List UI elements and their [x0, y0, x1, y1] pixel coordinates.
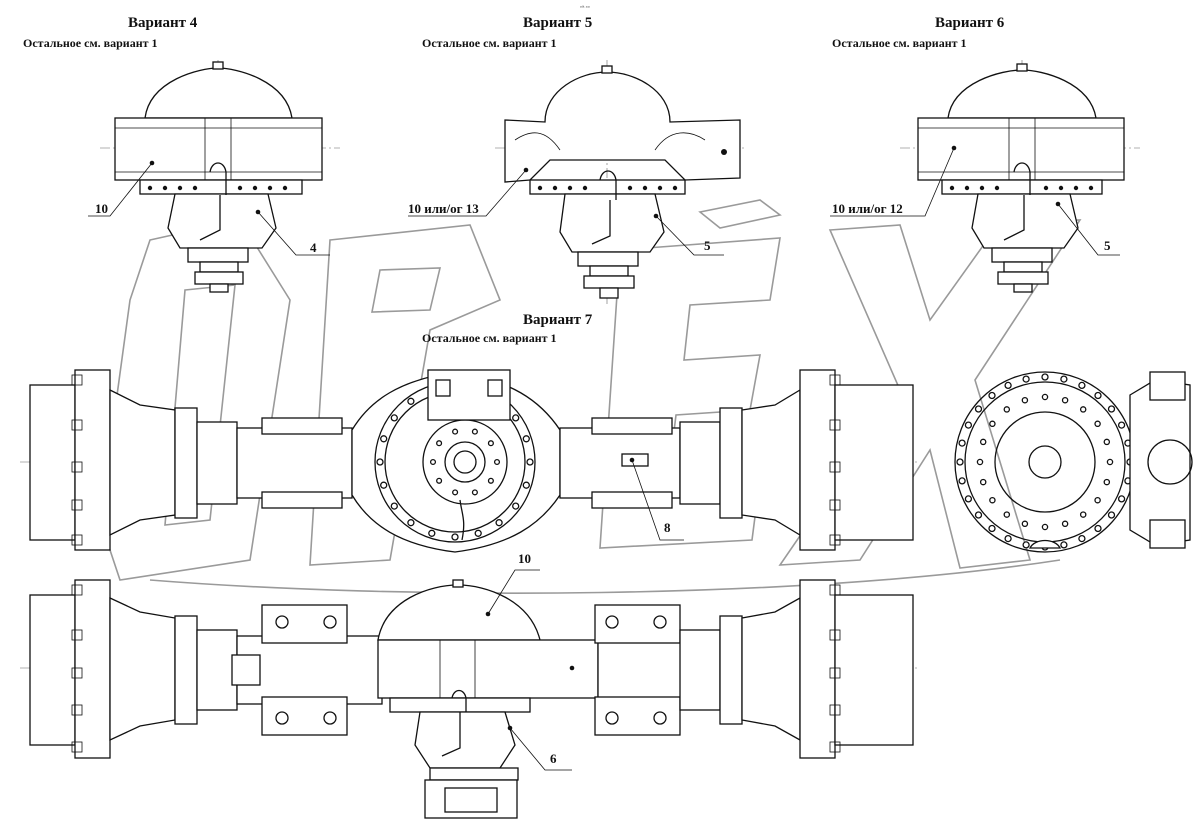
- bolt-hole: [526, 458, 534, 466]
- variant-4-title: Вариант 4: [128, 15, 198, 31]
- axle-side-view: [954, 371, 1193, 553]
- callout-top-10: 10: [518, 551, 531, 566]
- bolt-hole: [976, 458, 984, 466]
- bolt-hole: [964, 495, 973, 503]
- sheet-mark: ᵃᵈᵏ ᵃᵃᵃ: [580, 6, 590, 11]
- bolt-hole: [1103, 438, 1111, 446]
- bolt-hole: [974, 511, 983, 519]
- bolt-hole: [512, 414, 520, 422]
- bolt-hole: [956, 458, 964, 466]
- bolt-hole: [474, 529, 482, 537]
- bolt-hole: [436, 477, 443, 484]
- bolt-hole: [522, 481, 530, 489]
- bolt-hole: [989, 496, 996, 504]
- bolt-hole: [451, 533, 459, 541]
- bolt-hole: [979, 438, 987, 446]
- callout-v6-5: 5: [1104, 238, 1111, 253]
- bolt-hole: [1061, 520, 1069, 528]
- axle-front-view: [20, 369, 920, 553]
- bolt-hole: [1003, 406, 1011, 413]
- bolt-hole: [1094, 524, 1102, 533]
- bolt-hole: [1060, 541, 1068, 549]
- bolt-hole: [958, 477, 966, 485]
- bolt-hole: [1106, 458, 1114, 466]
- bolt-hole: [436, 440, 443, 447]
- bolt-hole: [1004, 381, 1012, 390]
- bolt-hole: [964, 421, 973, 429]
- bolt-hole: [989, 420, 996, 428]
- variant-5-view: [408, 60, 745, 305]
- callout-v4-10: 10: [95, 201, 108, 216]
- bolt-hole: [471, 428, 478, 435]
- bolt-hole: [380, 435, 388, 443]
- variant-5-title: Вариант 5: [523, 15, 593, 31]
- bolt-hole: [512, 502, 520, 510]
- bolt-hole: [380, 481, 388, 489]
- bolt-hole: [974, 405, 983, 413]
- variant-4-note: Остальное см. вариант 1: [23, 36, 158, 50]
- bolt-hole: [979, 478, 987, 486]
- bolt-hole: [1078, 381, 1086, 390]
- bolt-hole: [1117, 495, 1126, 503]
- bolt-hole: [452, 428, 459, 435]
- callout-v5-5: 5: [704, 238, 711, 253]
- bolt-hole: [522, 435, 530, 443]
- bolt-hole: [376, 458, 384, 466]
- bolt-hole: [1094, 496, 1101, 504]
- bolt-hole: [1107, 405, 1116, 413]
- bolt-hole: [1003, 511, 1011, 518]
- bolt-hole: [428, 529, 436, 537]
- bolt-hole: [429, 458, 437, 466]
- bolt-hole: [1004, 534, 1012, 543]
- bolt-hole: [1079, 406, 1087, 413]
- variant-6-view: [830, 60, 1140, 293]
- bolt-hole: [407, 519, 415, 527]
- bolt-hole: [958, 439, 966, 447]
- bolt-hole: [1079, 511, 1087, 518]
- bolt-hole: [1021, 520, 1029, 528]
- bolt-hole: [1061, 396, 1069, 404]
- bolt-hole: [1117, 421, 1126, 429]
- callout-v4-4: 4: [310, 240, 317, 255]
- bolt-hole: [407, 397, 415, 405]
- bolt-hole: [1022, 541, 1030, 549]
- bolt-hole: [1060, 375, 1068, 383]
- variant-5-note: Остальное см. вариант 1: [422, 36, 557, 50]
- variant-4-view: [88, 60, 340, 293]
- variant-6-title: Вариант 6: [935, 15, 1005, 31]
- variant-6-note: Остальное см. вариант 1: [832, 36, 967, 50]
- bolt-hole: [390, 502, 398, 510]
- bolt-hole: [471, 489, 478, 496]
- bolt-hole: [1094, 391, 1102, 400]
- variant-7-title: Вариант 7: [523, 312, 593, 328]
- bolt-hole: [487, 477, 494, 484]
- callout-v5-10-13: 10 или/ог 13: [408, 201, 479, 216]
- bolt-hole: [452, 489, 459, 496]
- bolt-hole: [1103, 478, 1111, 486]
- bolt-hole: [1041, 523, 1049, 531]
- callout-front-8: 8: [664, 520, 671, 535]
- bolt-hole: [1107, 511, 1116, 519]
- bolt-hole: [1041, 393, 1049, 401]
- bolt-hole: [988, 391, 996, 400]
- bolt-hole: [493, 458, 501, 466]
- callout-bottom-6: 6: [550, 751, 557, 766]
- bolt-hole: [1022, 375, 1030, 383]
- callout-v6-10-12: 10 или/ог 12: [832, 201, 903, 216]
- bolt-hole: [1021, 396, 1029, 404]
- bolt-hole: [988, 524, 996, 533]
- bolt-hole: [1041, 373, 1049, 381]
- axle-top-view: [20, 569, 920, 819]
- bolt-hole: [487, 440, 494, 447]
- variant-7-note: Остальное см. вариант 1: [422, 331, 557, 345]
- bolt-hole: [390, 414, 398, 422]
- bolt-hole: [1078, 534, 1086, 543]
- bolt-hole: [1094, 420, 1101, 428]
- bolt-hole: [495, 519, 503, 527]
